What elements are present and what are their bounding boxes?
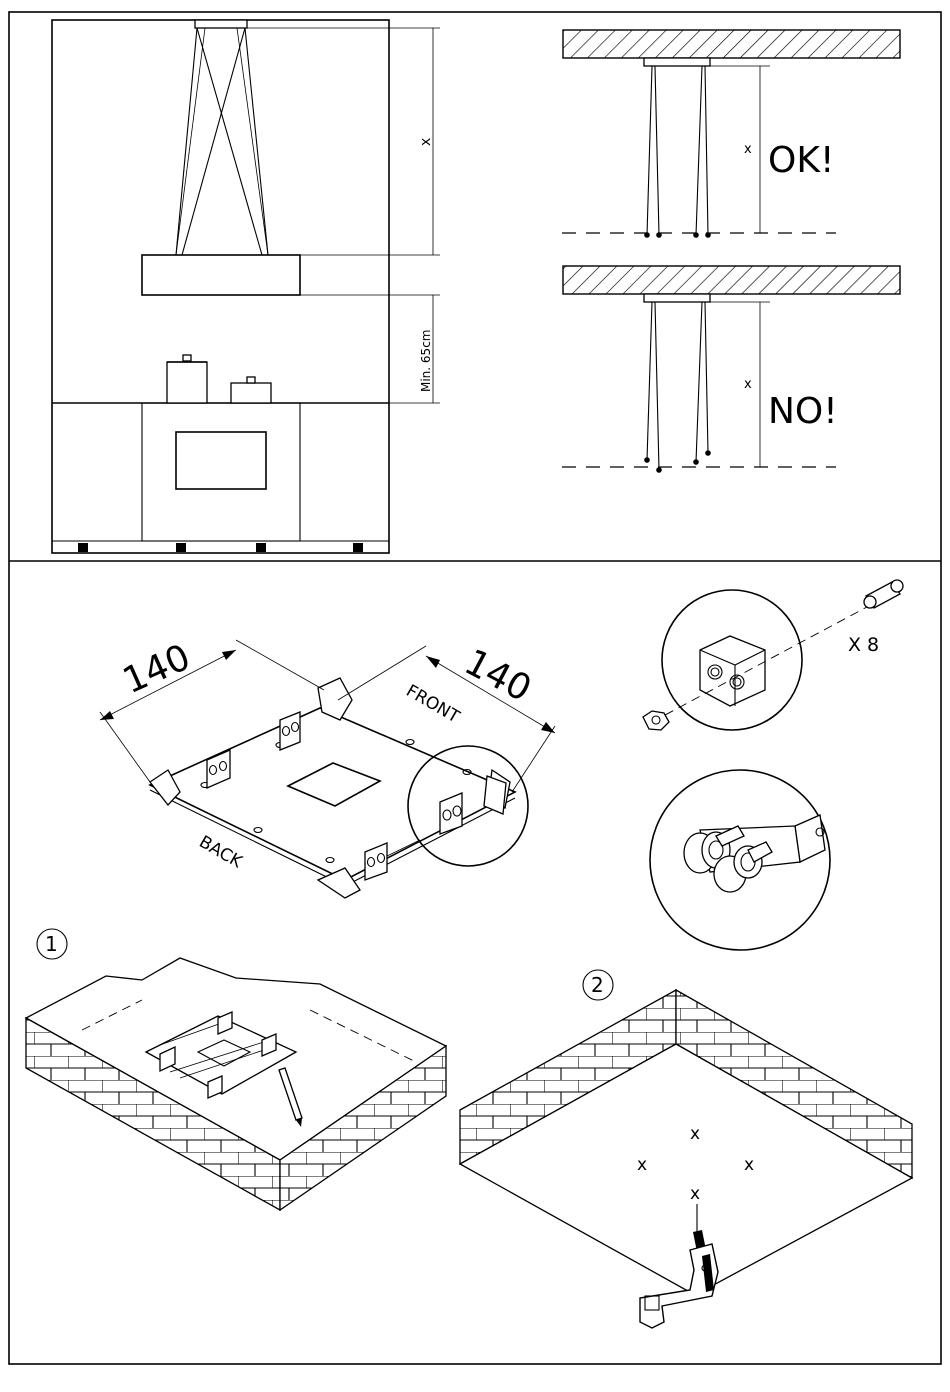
screw-icon bbox=[864, 580, 903, 608]
bracket-tab bbox=[280, 712, 300, 750]
back-label: BACK bbox=[196, 832, 247, 873]
kitchen-elevation: x Min. 65cm bbox=[52, 20, 440, 553]
screw-detail-top: X 8 bbox=[643, 580, 903, 730]
no-label: NO! bbox=[768, 391, 838, 432]
front-label: FRONT bbox=[403, 681, 464, 728]
bracket-tab bbox=[365, 843, 387, 880]
screw-count-label: X 8 bbox=[848, 634, 879, 656]
drill-mark: x bbox=[637, 1155, 647, 1175]
mounting-bracket: 140 140 FRONT BACK bbox=[100, 637, 555, 898]
ok-dimension-label: x bbox=[744, 142, 752, 157]
dimension-min-label: Min. 65cm bbox=[419, 330, 433, 392]
step-2-number: 2 bbox=[591, 973, 604, 997]
ok-label: OK! bbox=[768, 140, 834, 181]
dimension-left-140: 140 bbox=[117, 637, 196, 702]
cable-ok-diagram: x OK! bbox=[562, 30, 900, 238]
step-1-number: 1 bbox=[45, 932, 58, 956]
drill-mark: x bbox=[744, 1155, 754, 1175]
bracket-detail-circle bbox=[408, 746, 528, 866]
drill-mark: x bbox=[690, 1124, 700, 1144]
bracket-tab bbox=[207, 750, 230, 788]
no-dimension-label: x bbox=[744, 377, 752, 392]
cable-no-diagram: x NO! bbox=[562, 266, 900, 473]
oven-window bbox=[176, 432, 266, 489]
bracket-tab bbox=[440, 793, 462, 834]
step-1-ceiling: 1 bbox=[26, 929, 446, 1210]
hood-body bbox=[142, 255, 300, 295]
step-2-drilling: 2 x x x x bbox=[460, 970, 912, 1328]
pot-large bbox=[167, 355, 207, 403]
dimension-x-label: x bbox=[418, 138, 434, 146]
dimension-right-140: 140 bbox=[458, 642, 538, 710]
drill-mark: x bbox=[690, 1184, 700, 1204]
screw-detail-bottom bbox=[650, 770, 830, 950]
pot-small bbox=[231, 377, 271, 403]
nut-icon bbox=[643, 711, 669, 730]
